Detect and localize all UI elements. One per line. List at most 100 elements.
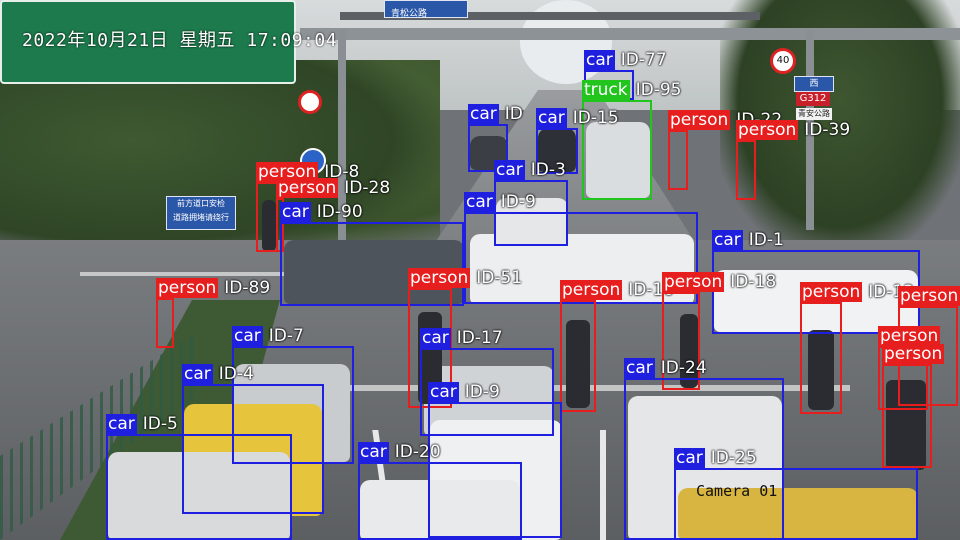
detection-class: person — [276, 178, 339, 198]
detection-track-id: ID-9 — [464, 382, 500, 402]
route-text: G312 — [799, 93, 827, 104]
detection-track-id: ID-90 — [316, 202, 363, 222]
notice-line-1: 前方道口安检 — [177, 199, 225, 208]
speed-limit-value: 40 — [776, 55, 790, 66]
detection-class: car — [468, 104, 499, 124]
vehicle — [496, 198, 568, 246]
detection-track-id: ID-17 — [456, 328, 503, 348]
signal-pole — [806, 30, 814, 230]
detection-track-id: ID-5 — [142, 414, 178, 434]
detection-track-id: ID-4 — [218, 364, 254, 384]
detection-box-person — [256, 182, 278, 252]
district-sign: 西 — [794, 76, 834, 92]
detection-class: car — [464, 192, 495, 212]
detection-class: car — [494, 160, 525, 180]
vehicle — [360, 480, 520, 540]
place-text: 青安公路 — [798, 109, 830, 118]
detection-class: car — [428, 382, 459, 402]
detection-class: person — [878, 326, 941, 346]
detection-class: person — [156, 278, 219, 298]
detection-class: person — [662, 272, 725, 292]
pedestrian — [886, 380, 926, 470]
detection-class: car — [712, 230, 743, 250]
detection-class: car — [420, 328, 451, 348]
pedestrian — [808, 330, 834, 410]
vehicle — [678, 488, 918, 540]
detection-class: person — [668, 110, 731, 130]
sign-gantry — [340, 12, 760, 20]
detection-box-car — [232, 346, 354, 464]
detection-class: person — [408, 268, 471, 288]
detection-class: car — [584, 50, 615, 70]
route-sign: G312 — [796, 92, 830, 106]
timestamp-overlay: 2022年10月21日 星期五 17:09:04 — [22, 30, 338, 51]
detection-box-car — [464, 212, 698, 304]
detection-box-car — [280, 222, 464, 306]
detection-class: car — [232, 326, 263, 346]
detection-track-id: ID-25 — [710, 448, 757, 468]
no-uturn-sign — [298, 90, 322, 114]
detection-track-id: ID-51 — [476, 268, 523, 288]
bridge-sign: 青松公路 — [384, 0, 468, 19]
detection-box-car — [536, 128, 578, 174]
detection-class: person — [898, 286, 960, 306]
detection-track-id: ID-95 — [635, 80, 682, 100]
detection-track-id: ID-28 — [344, 178, 391, 198]
detection-class: car — [624, 358, 655, 378]
detection-label: person — [878, 326, 941, 346]
detection-box-person — [736, 140, 756, 200]
direction-sign — [0, 0, 296, 84]
detection-track-id: ID-9 — [500, 192, 536, 212]
detection-box-car — [358, 462, 522, 540]
detection-class: person — [800, 282, 863, 302]
detection-track-id: ID-8 — [324, 162, 360, 182]
vehicle — [538, 128, 576, 172]
vehicle — [586, 122, 650, 198]
detection-box-car — [428, 402, 562, 538]
notice-line-2: 道路拥堵请绕行 — [173, 213, 229, 222]
notice-sign: 前方道口安检 道路拥堵请绕行 — [166, 196, 236, 230]
stop-line — [80, 272, 420, 276]
detection-box-person — [882, 364, 932, 468]
camera-label: Camera 01 — [696, 482, 778, 500]
pedestrian — [680, 314, 698, 388]
detection-class: car — [182, 364, 213, 384]
crosswalk — [350, 385, 850, 391]
detection-class: person — [882, 344, 945, 364]
detection-label: person — [882, 344, 945, 364]
detection-track-id: ID-89 — [224, 278, 271, 298]
detection-track-id: ID-15 — [572, 108, 619, 128]
pedestrian — [262, 200, 276, 252]
detection-class: person — [256, 162, 319, 182]
signal-pole — [338, 30, 346, 260]
detection-class: car — [280, 202, 311, 222]
detection-class: car — [358, 442, 389, 462]
detection-class: person — [560, 280, 623, 300]
detection-track-id: ID-24 — [660, 358, 707, 378]
vehicle — [108, 452, 290, 540]
detection-class: car — [674, 448, 705, 468]
detection-track-id: ID-18 — [730, 272, 777, 292]
